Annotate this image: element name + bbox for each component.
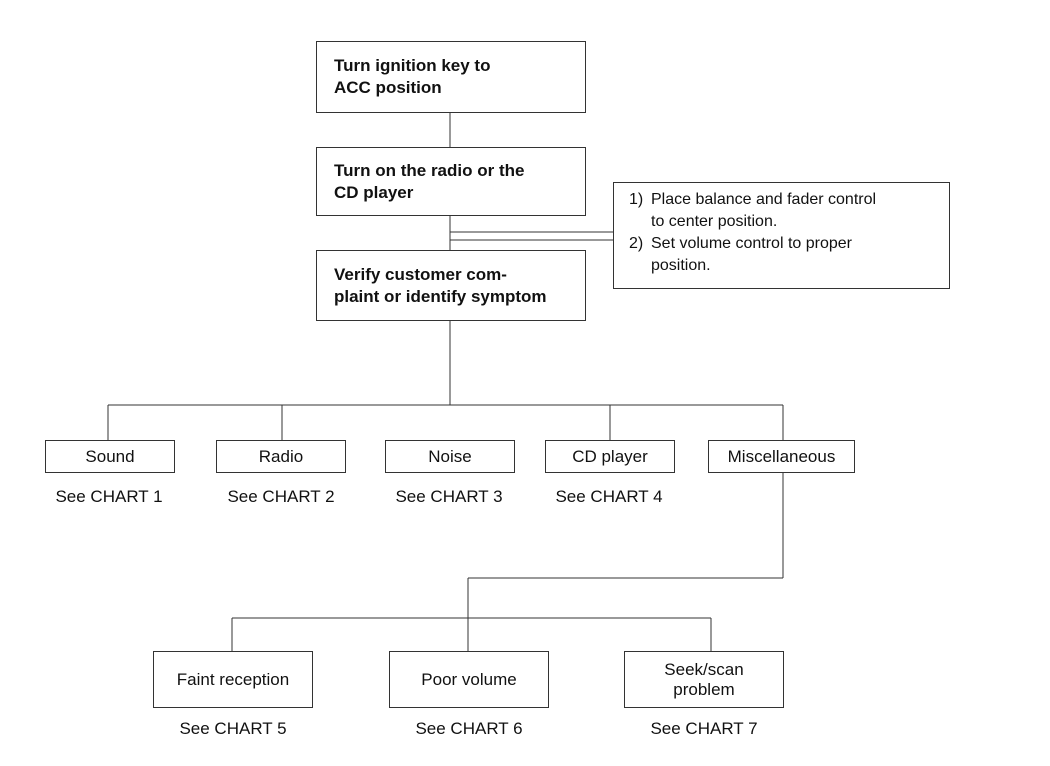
symptom-poor-volume-box: Poor volume (389, 651, 549, 708)
chart-reference: See CHART 5 (179, 719, 287, 738)
step-verify-text: Verify customer com- plaint or identify … (334, 264, 547, 306)
note-box: 1) Place balance and fader control to ce… (613, 182, 950, 289)
symptom-sound-box: Sound (45, 440, 175, 473)
chart-reference: See CHART 6 (415, 719, 523, 738)
chart-reference: See CHART 4 (555, 487, 663, 506)
symptom-label: Seek/scan problem (664, 659, 744, 699)
step-verify-box: Verify customer com- plaint or identify … (316, 250, 586, 321)
symptom-label: Noise (428, 446, 472, 466)
note-item-2: 2) Set volume control to proper position… (629, 233, 939, 277)
step-ignition-text: Turn ignition key to ACC position (334, 56, 491, 97)
note-number: 1) (629, 191, 644, 208)
note-text: Set volume control to proper position. (651, 235, 852, 274)
symptom-cd-player-box: CD player (545, 440, 675, 473)
symptom-miscellaneous-box: Miscellaneous (708, 440, 855, 473)
symptom-label: CD player (572, 446, 648, 466)
symptom-radio-box: Radio (216, 440, 346, 473)
note-text: Place balance and fader control to cente… (651, 191, 877, 230)
symptom-noise-box: Noise (385, 440, 515, 473)
chart-reference: See CHART 3 (395, 487, 503, 506)
step-radio-box: Turn on the radio or the CD player (316, 147, 586, 216)
chart-reference: See CHART 1 (55, 487, 163, 506)
symptom-seek-scan-box: Seek/scan problem (624, 651, 784, 708)
step-radio-text: Turn on the radio or the CD player (334, 160, 525, 202)
symptom-label: Poor volume (421, 669, 517, 689)
note-number: 2) (629, 235, 644, 252)
symptom-label: Faint reception (176, 669, 290, 689)
chart-reference: See CHART 2 (227, 487, 335, 506)
step-ignition-box: Turn ignition key to ACC position (316, 41, 586, 113)
chart-reference: See CHART 7 (650, 719, 758, 738)
note-item-1: 1) Place balance and fader control to ce… (629, 189, 939, 233)
symptom-label: Radio (258, 446, 304, 466)
symptom-label: Sound (85, 446, 135, 466)
symptom-faint-reception-box: Faint reception (153, 651, 313, 708)
symptom-label: Miscellaneous (727, 446, 836, 466)
